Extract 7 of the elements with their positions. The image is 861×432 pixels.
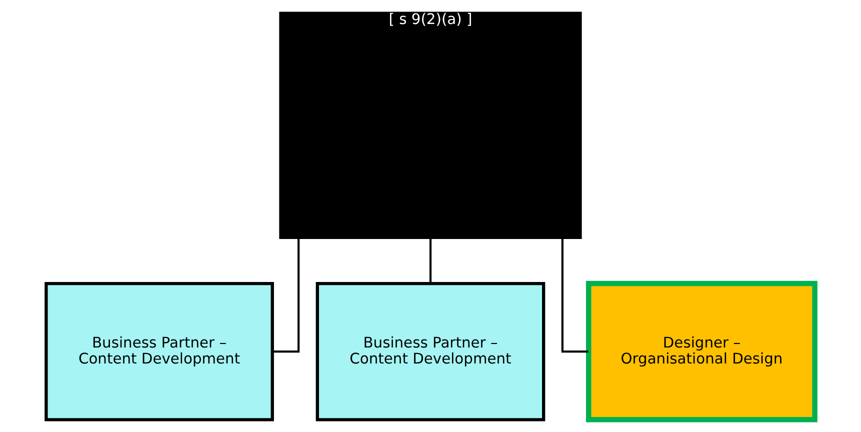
node-box: Designer – Organisational Design (586, 280, 818, 422)
node-box: [ s 9(2)(a) ] (279, 12, 582, 240)
node-box: Business Partner – Content Development (44, 282, 274, 422)
connector (429, 238, 432, 284)
node-box: Business Partner – Content Development (316, 282, 546, 422)
connector (272, 238, 300, 353)
connector (561, 238, 588, 353)
